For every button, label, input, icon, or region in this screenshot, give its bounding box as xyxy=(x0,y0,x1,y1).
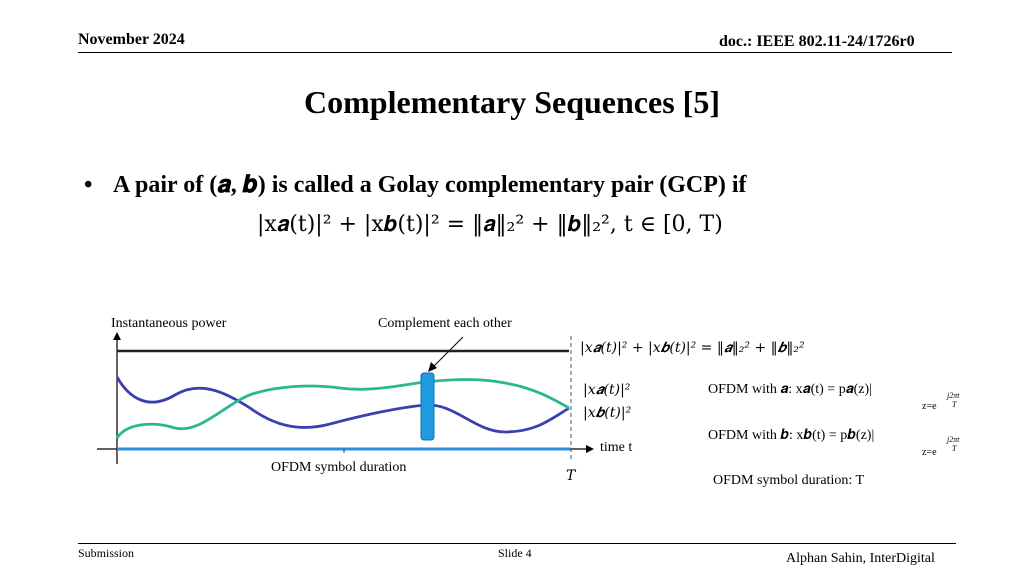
y-axis-label: Instantaneous power xyxy=(111,316,227,331)
sum-power-label: |x𝒂(t)|² + |x𝒃(t)|² = ‖𝒂‖₂² + ‖𝒃‖₂² xyxy=(580,340,805,356)
header-doc-id: doc.: IEEE 802.11-24/1726r0 xyxy=(719,33,915,50)
ofdm-a-exp-num: j2πt xyxy=(947,391,960,400)
legend-curve-b: |x𝒃(t)|² xyxy=(583,405,632,421)
y-axis-arrow xyxy=(113,332,121,340)
header-date: November 2024 xyxy=(78,31,185,48)
annotation-label: Complement each other xyxy=(378,316,512,331)
ofdm-b-subscript: z=e xyxy=(922,447,937,458)
complement-highlight xyxy=(420,372,435,441)
footer-author: Alphan Sahin, InterDigital xyxy=(786,551,935,566)
time-axis-label: time t xyxy=(600,440,633,455)
annotation-arrow xyxy=(431,336,464,369)
footer-submission: Submission xyxy=(78,546,135,560)
ofdm-a-exp-den: T xyxy=(952,400,957,409)
gcp-formula: |x𝒂(t)|² + |x𝒃(t)|² = ‖𝒂‖₂² + ‖𝒃‖₂², t ∈… xyxy=(257,212,723,237)
footer-rule xyxy=(78,543,956,544)
symbol-duration-definition: OFDM symbol duration: T xyxy=(713,473,865,488)
footer-slide-number: Slide 4 xyxy=(498,546,532,560)
ofdm-b-exp-den: T xyxy=(952,444,957,453)
curve-a xyxy=(115,376,570,434)
legend-curve-a: |x𝒂(t)|² xyxy=(583,382,631,398)
curve-b xyxy=(115,378,570,439)
ofdm-b-exp-num: j2πt xyxy=(947,435,960,444)
ofdm-b-definition: OFDM with 𝒃: x𝒃(t) = p𝒃(z)| xyxy=(708,428,875,443)
bullet-dot: • xyxy=(84,172,93,198)
ofdm-a-subscript: z=e xyxy=(922,401,937,412)
slide-title: Complementary Sequences [5] xyxy=(304,84,720,120)
annotation-arrowhead xyxy=(428,362,437,372)
time-axis-arrow xyxy=(586,445,594,453)
duration-label: OFDM symbol duration xyxy=(271,460,407,475)
period-T-label: T xyxy=(566,468,576,484)
ofdm-a-definition: OFDM with 𝒂: x𝒂(t) = p𝒂(z)| xyxy=(708,382,872,397)
bullet-text: A pair of (𝒂, 𝒃) is called a Golay compl… xyxy=(113,172,747,198)
header-rule xyxy=(78,52,952,53)
